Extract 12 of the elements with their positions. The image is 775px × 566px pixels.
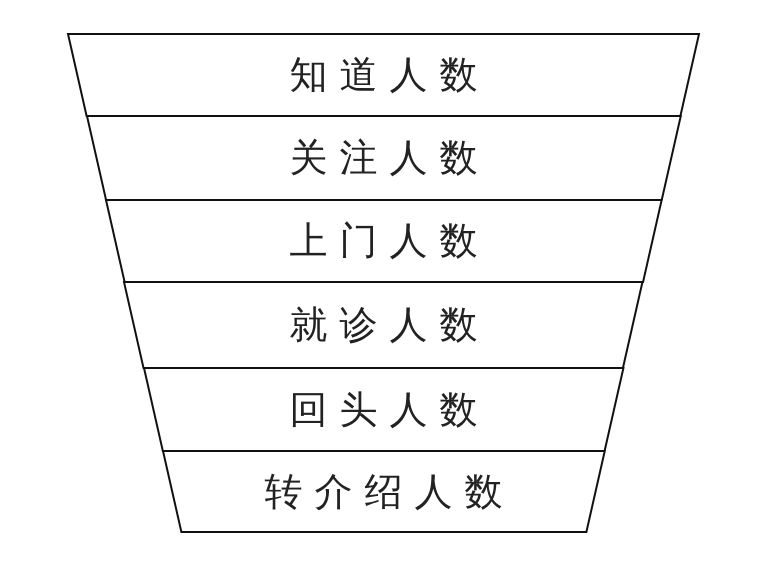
funnel-band — [162, 451, 604, 532]
band-label: 转介绍人数 — [263, 468, 514, 515]
band-label: 知道人数 — [288, 52, 490, 98]
funnel-band — [144, 368, 624, 451]
funnel-band — [86, 116, 680, 200]
band-label: 回头人数 — [288, 386, 490, 433]
band-label: 就诊人数 — [288, 302, 490, 348]
funnel-band — [68, 34, 699, 116]
band-label: 上门人数 — [288, 218, 490, 264]
funnel-band — [124, 282, 643, 368]
band-label: 关注人数 — [288, 134, 490, 182]
funnel-band — [106, 200, 662, 282]
